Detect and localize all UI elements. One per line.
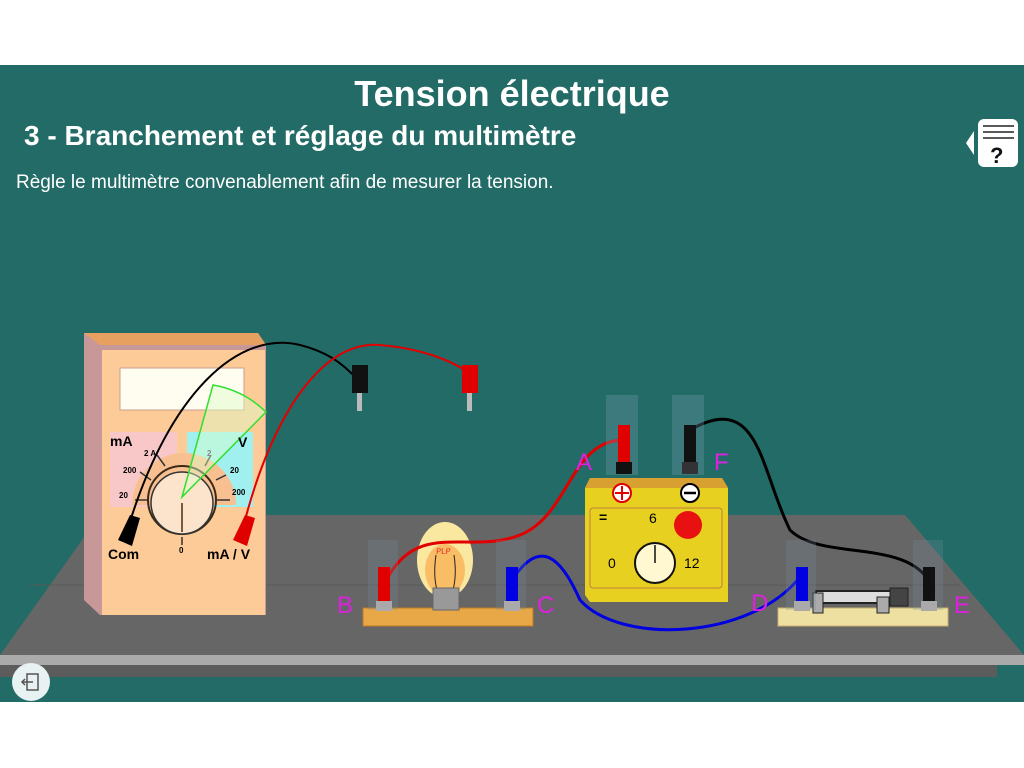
multimeter-display [119,367,245,411]
probe-plug-mav[interactable] [233,515,255,546]
exit-button[interactable] [12,663,50,701]
scale-6: 6 [649,510,657,526]
label-d: D [751,590,768,617]
label-b: B [337,592,353,619]
terminal-b[interactable] [368,540,398,611]
power-button[interactable] [674,511,702,539]
simulation-stage: mA V 2 A 200 20 2 20 200 0 Com mA / V ᑭᒪ… [0,65,1024,702]
label-f: F [714,449,729,476]
instruction-text: Règle le multimètre convenablement afin … [16,172,554,193]
free-probe-black[interactable] [352,365,368,411]
range-200v: 200 [232,488,246,497]
jack-mav-label: mA / V [207,546,251,562]
range-off: 0 [179,546,184,555]
help-icon: ? [966,119,1018,168]
probe-wire-com [127,341,359,529]
terminal-a[interactable] [606,395,638,475]
label-ma: mA [110,433,133,449]
lamp: ᑭᒪᑭ [362,522,534,627]
label-c: C [537,592,554,619]
scale-0: 0 [608,555,616,571]
page-title: Tension électrique [354,73,670,114]
multimeter: mA V 2 A 200 20 2 20 200 0 Com mA / V [84,333,268,615]
svg-text:ᑭᒪᑭ: ᑭᒪᑭ [436,547,451,556]
page-subtitle: 3 - Branchement et réglage du multimètre [24,120,577,151]
help-button[interactable]: ? [966,117,1020,169]
terminal-d[interactable] [786,540,816,611]
range-20ma: 20 [119,491,128,500]
selector-pointer[interactable] [180,384,268,500]
scale-12: 12 [684,555,700,571]
probe-wire-mav [242,343,469,529]
dc-symbol: = [599,509,607,525]
jack-com-label: Com [108,546,139,562]
probe-plug-com[interactable] [118,515,140,546]
terminal-e[interactable] [913,540,943,611]
wire-c-d [512,554,802,632]
svg-text:?: ? [990,143,1003,168]
terminal-c[interactable] [496,540,526,611]
wire-a-b [386,438,625,578]
exit-icon [20,673,39,691]
range-2v: 2 [207,449,212,458]
terminal-f[interactable] [672,395,704,475]
range-2a: 2 A [144,449,156,458]
switch[interactable] [777,587,949,627]
label-a: A [576,449,592,476]
generator: = 6 0 12 [585,478,728,602]
table-edge [0,655,1024,665]
label-v: V [238,434,248,450]
free-probe-red[interactable] [462,365,478,411]
circuit-scene: mA V 2 A 200 20 2 20 200 0 Com mA / V ᑭᒪ… [0,333,1024,677]
range-200ma: 200 [123,466,137,475]
label-e: E [954,592,970,619]
wire-f-e [689,417,929,579]
range-20v: 20 [230,466,239,475]
